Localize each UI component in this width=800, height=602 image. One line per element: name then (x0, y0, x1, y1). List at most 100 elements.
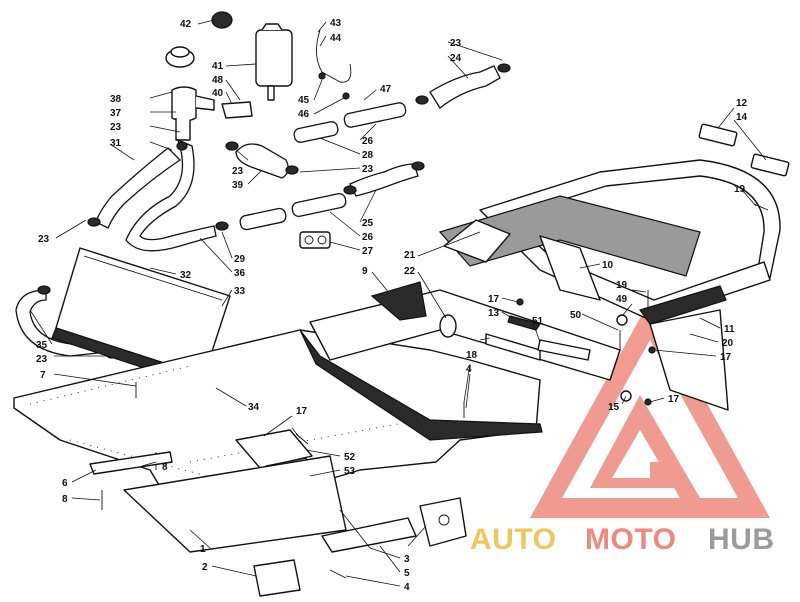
callout-28b: 29 (234, 254, 246, 265)
leader (235, 149, 249, 161)
leader (55, 219, 87, 239)
reflector-13 (698, 123, 738, 147)
leader (109, 143, 135, 161)
leader (329, 241, 361, 251)
bracket-21 (443, 219, 511, 263)
leader (417, 271, 447, 319)
leader (53, 373, 137, 387)
watermark-moto: MOTO (585, 523, 676, 556)
leader (313, 97, 345, 115)
tunnel-side-rail (299, 329, 543, 441)
leader (199, 237, 233, 273)
reservoir-neck (261, 23, 283, 31)
leader (501, 311, 513, 319)
leader (407, 525, 427, 547)
leader (359, 189, 377, 223)
pad-5 (321, 517, 417, 553)
mid-components (89, 203, 769, 597)
reservoir-bottle (255, 29, 293, 87)
leader (621, 395, 627, 405)
leader (197, 19, 215, 25)
clamp (225, 141, 239, 151)
callout-33: 35 (36, 340, 48, 351)
plate-3-hole (438, 514, 450, 526)
leader (447, 55, 469, 79)
leader (309, 469, 341, 477)
bolt-19 (753, 203, 769, 211)
callout-20: 20 (722, 338, 734, 349)
leader (225, 91, 233, 105)
leader (339, 509, 401, 559)
leader (149, 141, 173, 151)
hose-clamps (37, 63, 511, 359)
reservoir-outlet (267, 85, 275, 101)
frame-cross-member (539, 235, 601, 301)
bar-53 (485, 333, 541, 361)
leader (189, 529, 211, 549)
leader (221, 231, 233, 259)
leader (733, 119, 767, 161)
leader (71, 497, 101, 501)
callout-18: 19 (616, 280, 628, 291)
callout-29: 31 (110, 138, 122, 149)
leader (621, 303, 633, 317)
tunnel-floor (13, 289, 621, 521)
leader (305, 449, 341, 457)
leader (329, 211, 361, 237)
leader (371, 271, 391, 295)
callout-43: 45 (298, 95, 310, 106)
leader (741, 189, 757, 207)
leader (689, 333, 719, 343)
callout-5: 5 (404, 568, 410, 579)
callout-35: 37 (110, 108, 122, 119)
washer-47 (616, 314, 628, 326)
callout-50: 52 (344, 452, 356, 463)
cover-1 (123, 455, 347, 553)
leader (699, 317, 721, 329)
callout-17b: 17 (720, 352, 732, 363)
callout-23a: 23 (110, 122, 122, 133)
callout-23b: 23 (450, 38, 462, 49)
leader (291, 427, 301, 439)
leader (447, 41, 503, 61)
callout-24: 24 (450, 53, 462, 64)
leader (631, 289, 647, 293)
callout-26b: 26 (362, 232, 374, 243)
callout-16: 15 (608, 402, 620, 413)
leader (215, 387, 247, 407)
leader (319, 137, 361, 155)
reservoir-cap (211, 11, 233, 29)
grommet-22 (439, 314, 457, 338)
leader (465, 373, 471, 409)
leader (345, 575, 401, 587)
bracket-7 (89, 451, 173, 475)
leader (479, 337, 491, 341)
leader (379, 545, 401, 573)
tube-28-lower (239, 207, 287, 231)
callout-31: 33 (234, 286, 246, 297)
tube-28-upper (293, 121, 339, 143)
watermark-auto: AUTO (470, 523, 556, 556)
callout-41: 43 (330, 18, 342, 29)
callout-32: 34 (248, 402, 260, 413)
hose-25 (349, 163, 419, 197)
bracket-10 (370, 281, 427, 321)
frame-panel-11 (438, 195, 701, 277)
leader (313, 79, 323, 101)
callout-11: 10 (602, 260, 614, 271)
plate-3 (419, 497, 467, 547)
radiator-cap-top (170, 46, 190, 58)
callout-15: 13 (488, 308, 500, 319)
leader (581, 313, 619, 331)
callout-8a: 7 (40, 370, 46, 381)
coolant-reservoir-group (211, 11, 352, 101)
callout-38: 40 (212, 88, 224, 99)
tunnel-rear-wall (309, 289, 621, 381)
leader (653, 349, 717, 357)
callout-51: 53 (344, 466, 356, 477)
leader (319, 35, 327, 47)
clamp-44 (342, 92, 350, 100)
leader (263, 415, 293, 437)
callout-47: 49 (616, 294, 628, 305)
clamp (176, 141, 188, 151)
